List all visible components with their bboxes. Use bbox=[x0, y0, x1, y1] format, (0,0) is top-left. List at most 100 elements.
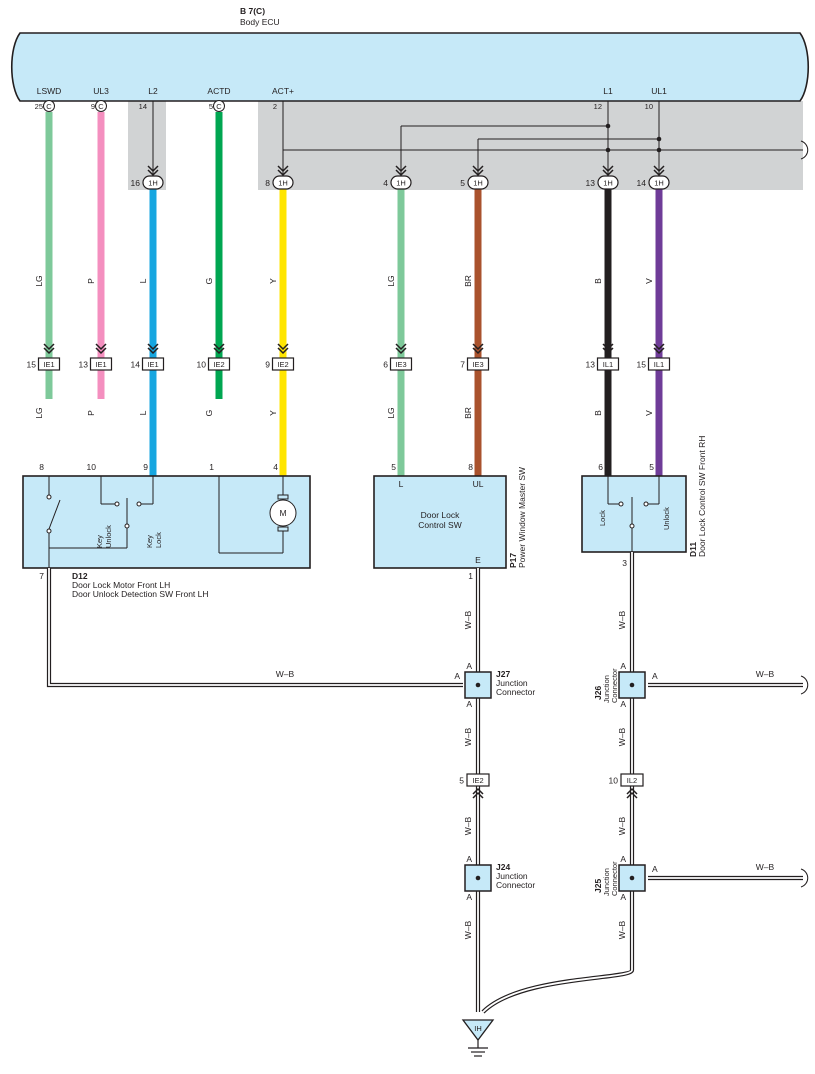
connector-1h-name: 1H bbox=[278, 179, 288, 188]
connector-1h-pin: 16 bbox=[131, 178, 141, 188]
wb-label: W–B bbox=[463, 920, 473, 939]
ecu-terminal-label: L2 bbox=[148, 86, 158, 96]
ecu-connector-mark bbox=[213, 100, 225, 112]
junction-name-2: Connector bbox=[496, 880, 535, 890]
wb-label: W–B bbox=[463, 727, 473, 746]
connector-ie bbox=[141, 357, 165, 371]
junction-pin: A bbox=[466, 699, 472, 709]
connector-1h-pin: 5 bbox=[460, 178, 465, 188]
wb-label: W–B bbox=[617, 727, 627, 746]
wire-color-label: P bbox=[86, 410, 96, 416]
connector-ie-pin: 7 bbox=[460, 360, 465, 370]
connector-ie-pin: 10 bbox=[197, 360, 207, 370]
component-pin: 8 bbox=[39, 462, 44, 472]
junction-name-1: Junction bbox=[602, 675, 611, 703]
wire-color-label: Y bbox=[268, 410, 278, 416]
component-d11: Lock Unlock D11 Door Lock Control SW Fro… bbox=[581, 436, 707, 557]
junction-dot bbox=[605, 147, 611, 153]
body-ecu: B 7(C) Body ECU bbox=[11, 6, 809, 102]
wb-label: W–B bbox=[463, 610, 473, 629]
ecu-connector-id: C bbox=[46, 102, 52, 111]
wire-segment bbox=[655, 189, 663, 476]
bus-continuation bbox=[800, 140, 809, 160]
ecu-name: Body ECU bbox=[240, 17, 280, 27]
plug-chevron bbox=[653, 169, 665, 177]
ecu-block bbox=[11, 32, 809, 102]
connector-ie bbox=[647, 357, 671, 371]
d12-motor: M bbox=[218, 476, 297, 554]
d12-block bbox=[22, 475, 311, 569]
wire-color-label: P bbox=[86, 278, 96, 284]
connector-ie bbox=[89, 357, 113, 371]
junction-wiring bbox=[152, 101, 809, 175]
d12-lswd-switch bbox=[46, 476, 61, 568]
plug-chevron bbox=[395, 165, 407, 173]
connector-ie bbox=[207, 357, 231, 371]
ecu-ref: B 7(C) bbox=[240, 6, 265, 16]
d12-ref: D12 bbox=[72, 571, 88, 581]
motor-icon bbox=[269, 499, 297, 527]
plug-chevron bbox=[602, 169, 614, 177]
p17-inner-2: Control SW bbox=[418, 520, 461, 530]
d11-switch bbox=[607, 476, 660, 552]
component-pin: 10 bbox=[87, 462, 97, 472]
plug-chevron bbox=[472, 343, 484, 351]
wb-label: W–B bbox=[756, 862, 775, 872]
plug-chevron bbox=[277, 343, 289, 351]
plug-chevron bbox=[472, 791, 484, 799]
junction-name-1: Junction bbox=[602, 868, 611, 896]
plug-chevron bbox=[43, 347, 55, 355]
connector-ie bbox=[37, 357, 61, 371]
junction-name-2: Connector bbox=[496, 687, 535, 697]
junction-dot bbox=[475, 682, 481, 688]
plug-chevron bbox=[653, 165, 665, 173]
ecu-terminal-label: UL3 bbox=[93, 86, 109, 96]
ecu-terminal-pin: 5 bbox=[209, 102, 213, 111]
connector-ie-pin: 13 bbox=[586, 360, 596, 370]
plug-chevron bbox=[277, 347, 289, 355]
connector-1h-pin: 13 bbox=[586, 178, 596, 188]
connector-1h bbox=[648, 175, 670, 190]
connector-1h-name: 1H bbox=[603, 179, 613, 188]
wire-segment bbox=[474, 189, 482, 476]
ecu-terminal-label: ACTD bbox=[207, 86, 230, 96]
plug-chevron bbox=[602, 165, 614, 173]
plug-chevron bbox=[602, 343, 614, 351]
connector-ie-pin: 6 bbox=[383, 360, 388, 370]
ground-triangle bbox=[461, 1019, 495, 1042]
junction-dot bbox=[629, 682, 635, 688]
wb-label: W–B bbox=[756, 669, 775, 679]
wire-color-label: B bbox=[593, 278, 603, 284]
p17-inner-1: Door Lock bbox=[421, 510, 460, 520]
wire-color-label: LG bbox=[386, 407, 396, 418]
connector-ie bbox=[466, 357, 490, 371]
connector-ie-pin: 15 bbox=[27, 360, 37, 370]
connector-ie-pin: 9 bbox=[265, 360, 270, 370]
d12-key-lock-label-1: Key bbox=[145, 535, 154, 548]
component-pin: 5 bbox=[649, 462, 654, 472]
plug-chevron bbox=[626, 791, 638, 799]
connector-1h-name: 1H bbox=[654, 179, 664, 188]
junction-name-1: Junction bbox=[496, 678, 528, 688]
ecu-terminal-label: L1 bbox=[603, 86, 613, 96]
d11-ground-pin: 3 bbox=[622, 558, 627, 568]
wire-color-label: LG bbox=[34, 407, 44, 418]
wire-color-label: V bbox=[644, 278, 654, 284]
ecu-terminal-pin: 2 bbox=[273, 102, 277, 111]
connector-1h-name: 1H bbox=[473, 179, 483, 188]
wire-segment bbox=[97, 112, 105, 399]
p17-ground-pin: 1 bbox=[468, 571, 473, 581]
junction-ref: J25 bbox=[593, 879, 603, 893]
component-pin: 9 bbox=[143, 462, 148, 472]
